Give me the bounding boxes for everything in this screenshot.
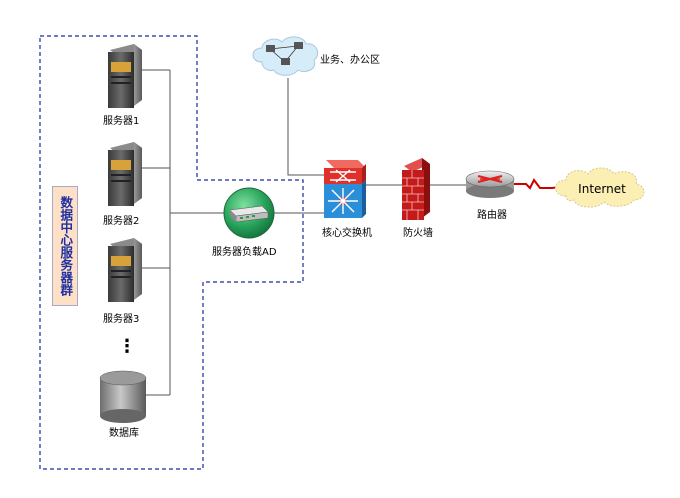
load-balancer-label: 服务器负载AD [212,247,277,258]
computer-icon [281,58,290,65]
router-icon [465,170,515,198]
datacenter-boundary [39,35,304,470]
firewall-label: 防火墙 [403,228,433,239]
load-balancer-icon [223,187,275,239]
office-cloud-icon [252,36,319,76]
router-internet-link [514,178,561,190]
database-icon [99,370,147,423]
server-1-icon [108,44,142,108]
core-switch-label: 核心交换机 [322,228,372,239]
computer-icon [294,42,303,49]
group-label: 数据中心服务器群 [52,186,78,306]
server-3-label: 服务器3 [103,314,140,325]
server-2-icon [108,142,142,206]
server-2-label: 服务器2 [103,216,140,227]
server-3-icon [108,238,142,302]
computer-icon [266,45,275,52]
internet-label: Internet [578,182,626,196]
router-label: 路由器 [477,210,507,221]
ellipsis: ⋮ [118,336,136,357]
database-label: 数据库 [109,428,139,439]
server-1-label: 服务器1 [103,116,140,127]
core-switch-icon [324,160,366,218]
internet-cloud-icon [555,167,645,208]
office-network-label: 业务、办公区 [320,55,380,66]
connection-lines [136,69,466,396]
firewall-icon [402,158,430,220]
